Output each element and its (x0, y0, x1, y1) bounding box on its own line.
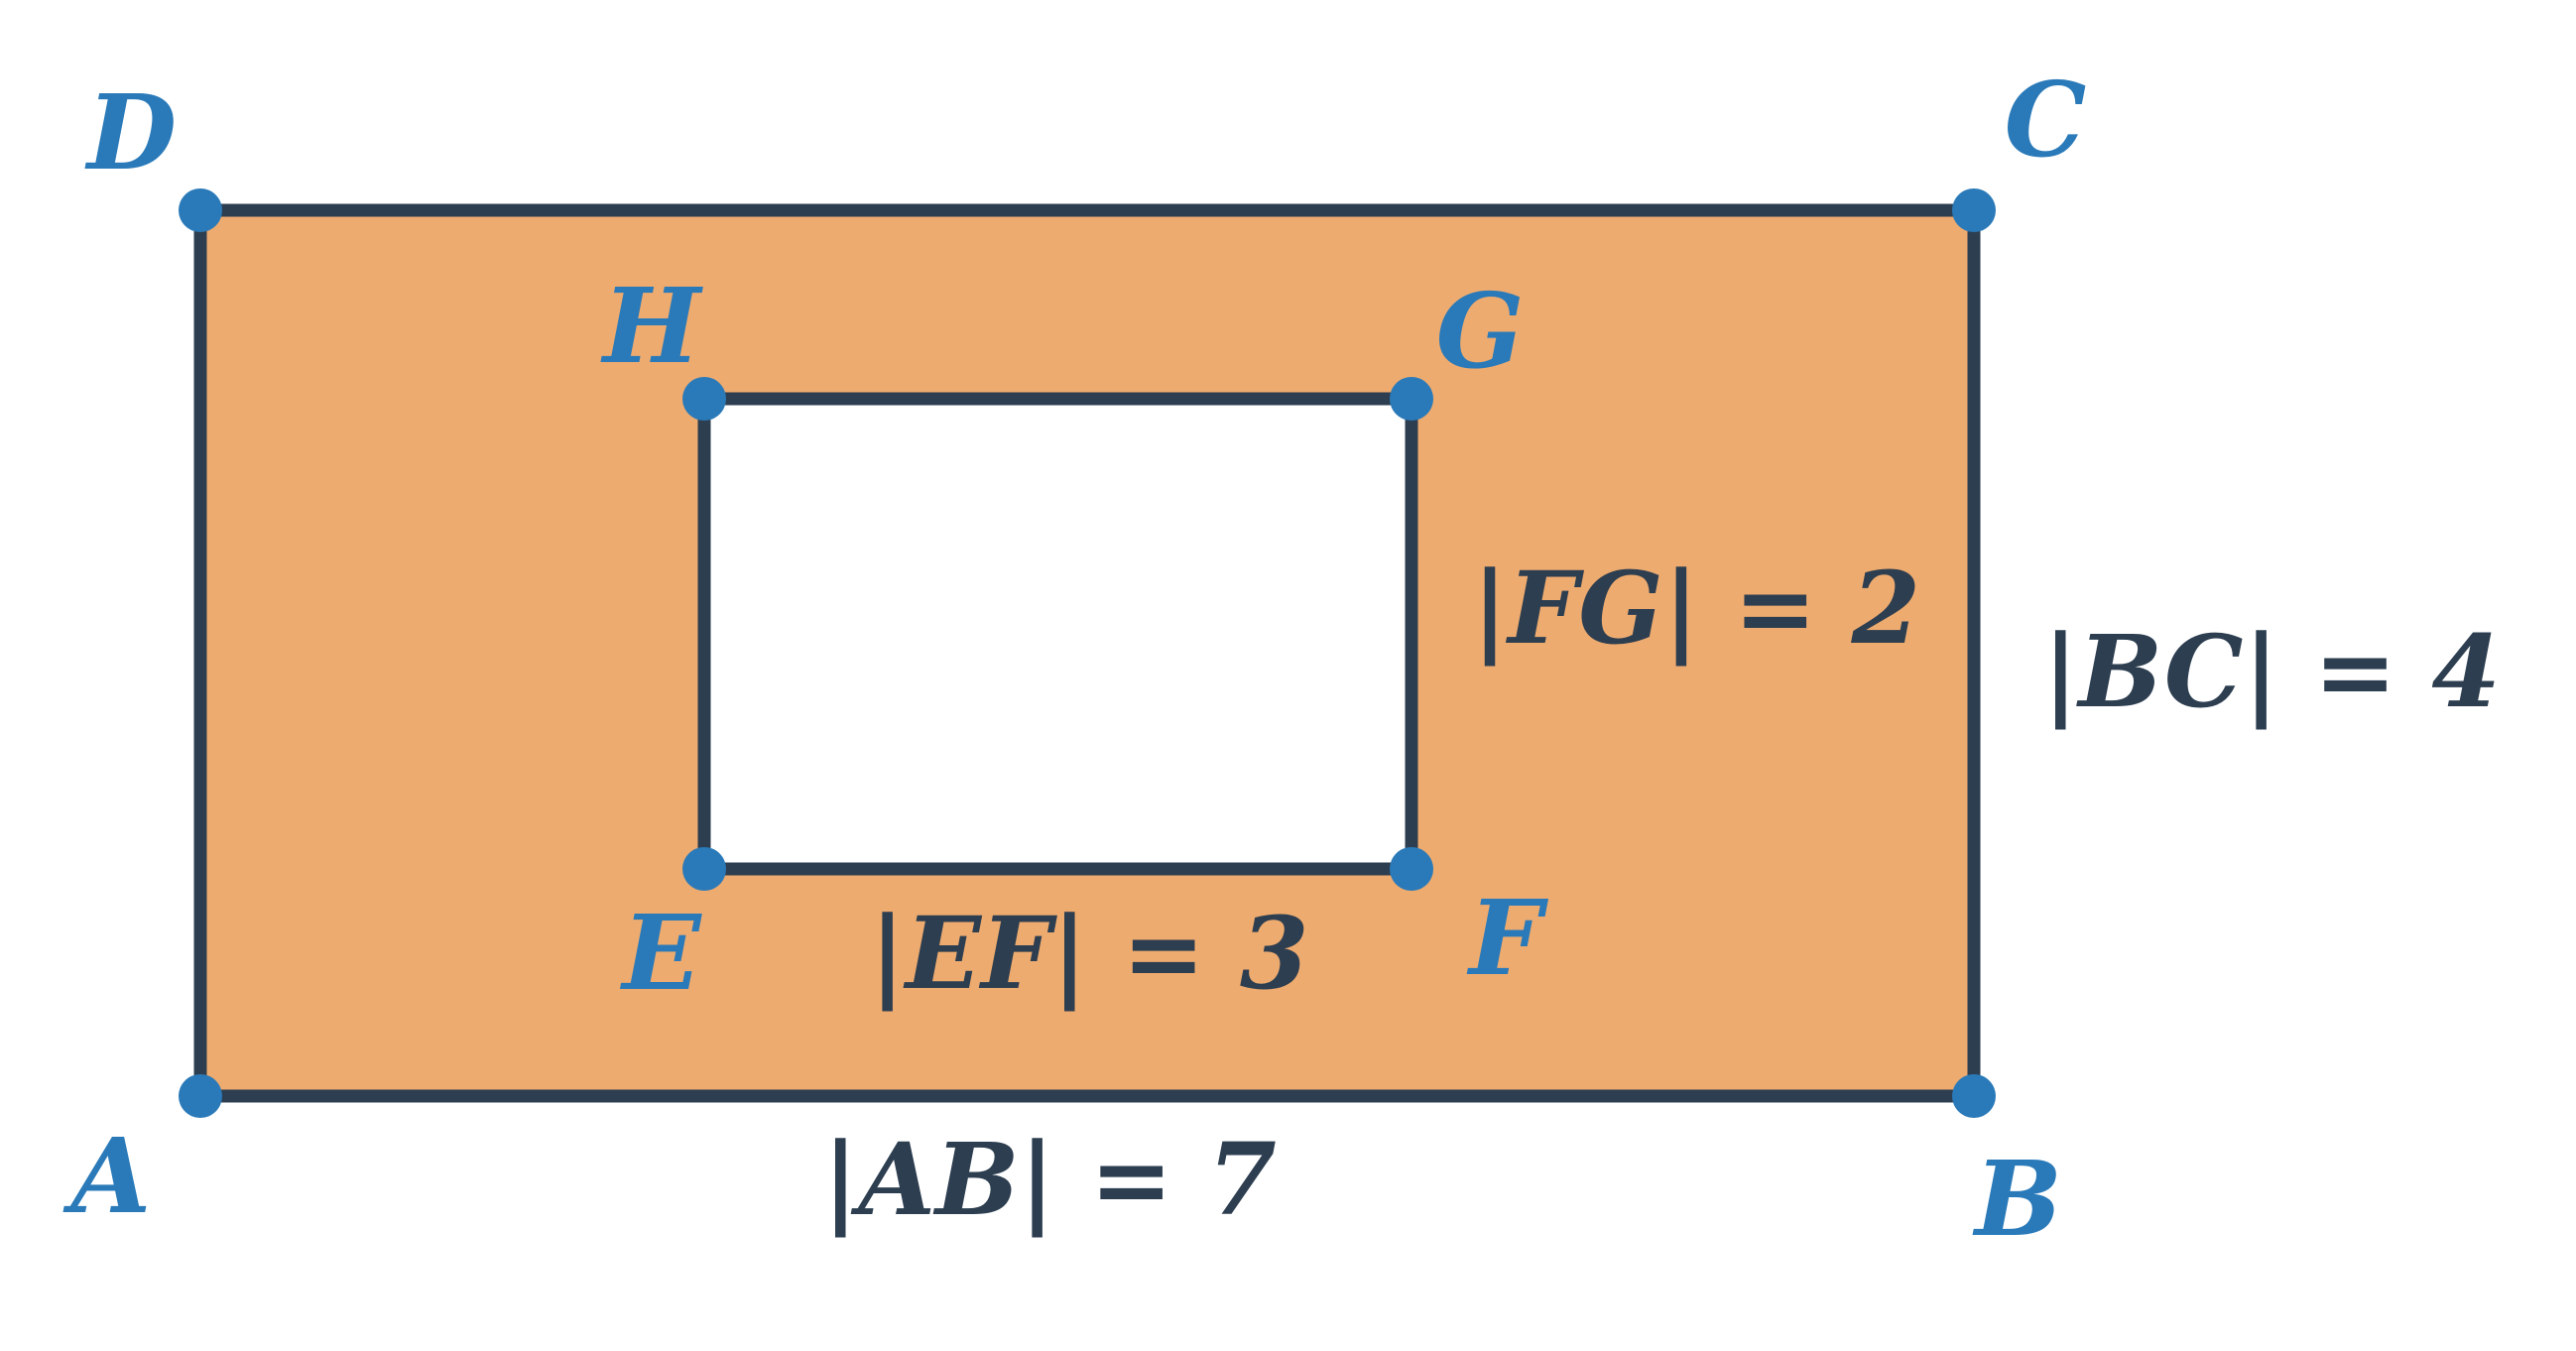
length-ef-label: |EF| = 3 (870, 895, 1309, 1012)
length-bc-label: |BC| = 4 (2042, 613, 2501, 730)
point-e (682, 847, 726, 891)
label-g: G (1436, 270, 1525, 392)
point-b (1952, 1074, 1996, 1118)
length-ab-label: |AB| = 7 (822, 1121, 1277, 1238)
label-e: E (619, 892, 702, 1014)
length-fg-label: |FG| = 2 (1472, 550, 1920, 667)
point-a (179, 1074, 222, 1118)
point-c (1952, 188, 1996, 232)
point-f (1390, 847, 1433, 891)
label-b: B (1972, 1138, 2062, 1260)
shaded-region (200, 210, 1974, 1096)
point-g (1390, 377, 1433, 421)
label-f: F (1466, 877, 1548, 999)
label-c: C (2005, 59, 2087, 181)
inner-hole (704, 399, 1411, 869)
point-d (179, 188, 222, 232)
point-h (682, 377, 726, 421)
label-d: D (84, 71, 177, 193)
label-a: A (62, 1115, 152, 1237)
label-h: H (600, 265, 703, 387)
